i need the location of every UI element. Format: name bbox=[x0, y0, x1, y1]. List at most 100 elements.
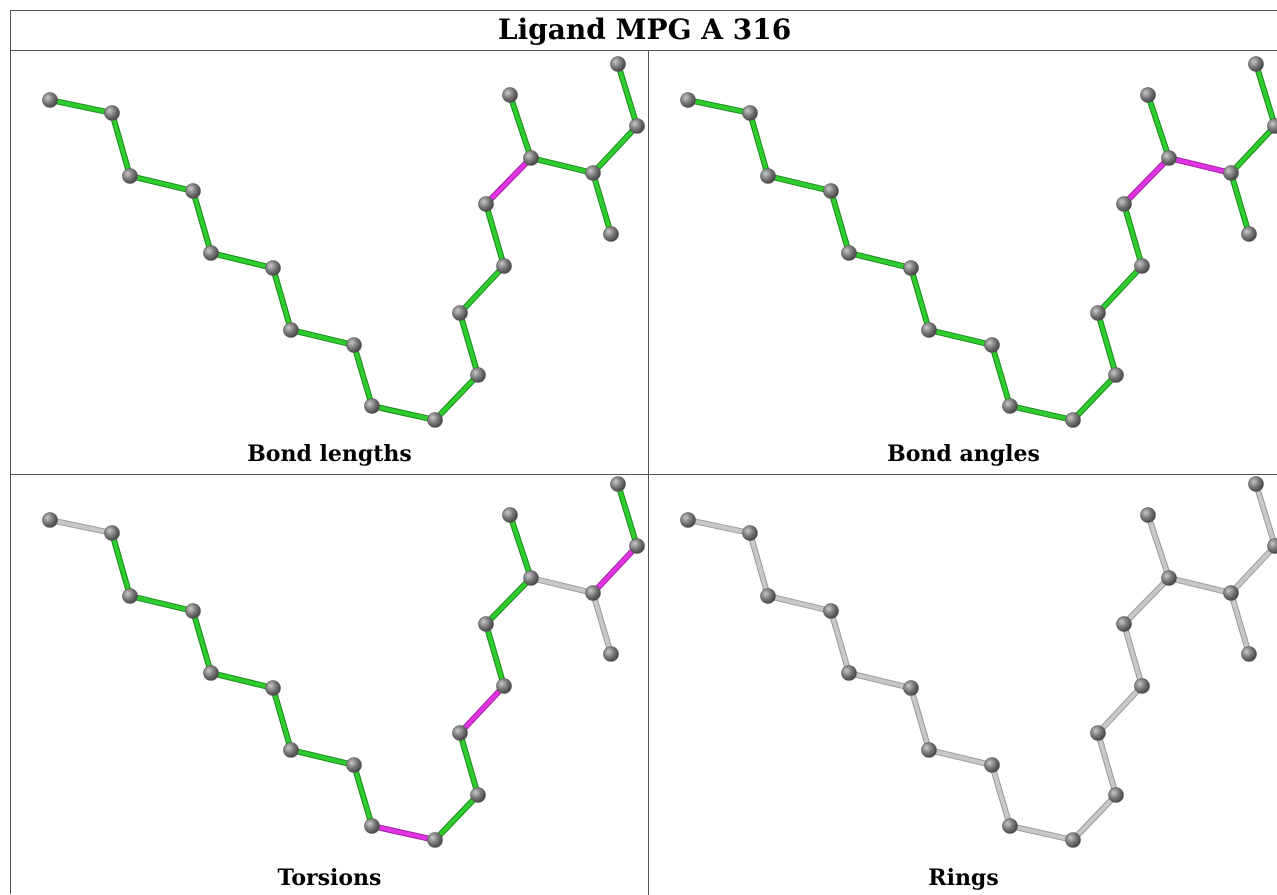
atom bbox=[611, 57, 626, 72]
atom bbox=[1249, 477, 1264, 492]
bond bbox=[50, 100, 112, 113]
atom bbox=[284, 323, 299, 338]
molecule-torsions bbox=[11, 475, 649, 895]
atom bbox=[604, 227, 619, 242]
bond bbox=[768, 176, 831, 191]
atom bbox=[743, 106, 758, 121]
atom bbox=[347, 758, 362, 773]
bond bbox=[130, 596, 193, 611]
atom bbox=[1224, 586, 1239, 601]
bond bbox=[768, 596, 831, 611]
bond bbox=[291, 750, 354, 765]
bond bbox=[1231, 593, 1249, 654]
caption-rings: Rings bbox=[649, 865, 1277, 891]
figure-title: Ligand MPG A 316 bbox=[11, 11, 1277, 51]
bond bbox=[992, 345, 1010, 406]
atom bbox=[1162, 571, 1177, 586]
bond bbox=[372, 826, 435, 840]
bond bbox=[273, 268, 291, 330]
atom bbox=[365, 399, 380, 414]
atom bbox=[586, 586, 601, 601]
atom bbox=[630, 119, 645, 134]
bond bbox=[460, 313, 478, 375]
atom bbox=[123, 589, 138, 604]
bond bbox=[831, 611, 849, 673]
atom bbox=[1162, 151, 1177, 166]
bond bbox=[486, 624, 504, 686]
atom bbox=[365, 819, 380, 834]
bond bbox=[1231, 546, 1275, 593]
bond bbox=[1124, 204, 1142, 266]
bond bbox=[486, 578, 531, 624]
bond bbox=[354, 765, 372, 826]
atom bbox=[524, 151, 539, 166]
bond bbox=[1010, 406, 1073, 420]
bond bbox=[531, 158, 593, 173]
atom bbox=[1135, 679, 1150, 694]
panel-rings: Rings bbox=[649, 475, 1277, 895]
atom bbox=[1117, 197, 1132, 212]
atom bbox=[743, 526, 758, 541]
bond bbox=[593, 126, 637, 173]
atom bbox=[266, 681, 281, 696]
atom bbox=[503, 508, 518, 523]
bond bbox=[50, 520, 112, 533]
atom bbox=[1141, 508, 1156, 523]
atom bbox=[186, 184, 201, 199]
bond bbox=[1073, 795, 1116, 840]
bond bbox=[193, 191, 211, 253]
molecule-bond-lengths bbox=[11, 51, 649, 475]
atom bbox=[1135, 259, 1150, 274]
bond bbox=[460, 266, 504, 313]
atom bbox=[1224, 166, 1239, 181]
bond bbox=[435, 795, 478, 840]
bond bbox=[593, 173, 611, 234]
molecule-bond-angles bbox=[649, 51, 1277, 475]
atom bbox=[842, 246, 857, 261]
atom bbox=[1091, 306, 1106, 321]
atom bbox=[681, 513, 696, 528]
atom bbox=[1242, 647, 1257, 662]
grid-tick bbox=[631, 474, 667, 475]
ligand-figure: Ligand MPG A 316 Bond lengths Bond angle… bbox=[10, 10, 1277, 894]
atom bbox=[1066, 833, 1081, 848]
bond bbox=[486, 158, 531, 204]
bond bbox=[911, 688, 929, 750]
bond bbox=[1098, 686, 1142, 733]
bond bbox=[1124, 624, 1142, 686]
bond bbox=[750, 113, 768, 176]
bond bbox=[688, 520, 750, 533]
bond bbox=[911, 268, 929, 330]
atom bbox=[586, 166, 601, 181]
caption-bond-lengths: Bond lengths bbox=[11, 441, 648, 467]
bond bbox=[273, 688, 291, 750]
bond bbox=[1124, 578, 1169, 624]
atom bbox=[347, 338, 362, 353]
bond bbox=[1098, 266, 1142, 313]
atom bbox=[1003, 399, 1018, 414]
atom bbox=[105, 106, 120, 121]
atom bbox=[186, 604, 201, 619]
atom bbox=[922, 743, 937, 758]
atom bbox=[1242, 227, 1257, 242]
bond bbox=[750, 533, 768, 596]
bond bbox=[1098, 313, 1116, 375]
bond bbox=[1169, 578, 1231, 593]
bond bbox=[112, 113, 130, 176]
atom bbox=[204, 666, 219, 681]
bond bbox=[211, 673, 273, 688]
atom bbox=[604, 647, 619, 662]
bond bbox=[130, 176, 193, 191]
atom bbox=[842, 666, 857, 681]
atom bbox=[1109, 368, 1124, 383]
bond bbox=[1124, 158, 1169, 204]
bond bbox=[992, 765, 1010, 826]
bond bbox=[1148, 515, 1169, 578]
bond bbox=[1073, 375, 1116, 420]
atom bbox=[1141, 88, 1156, 103]
bond bbox=[460, 686, 504, 733]
atom bbox=[681, 93, 696, 108]
atom bbox=[904, 261, 919, 276]
bond bbox=[211, 253, 273, 268]
caption-torsions: Torsions bbox=[11, 865, 648, 891]
